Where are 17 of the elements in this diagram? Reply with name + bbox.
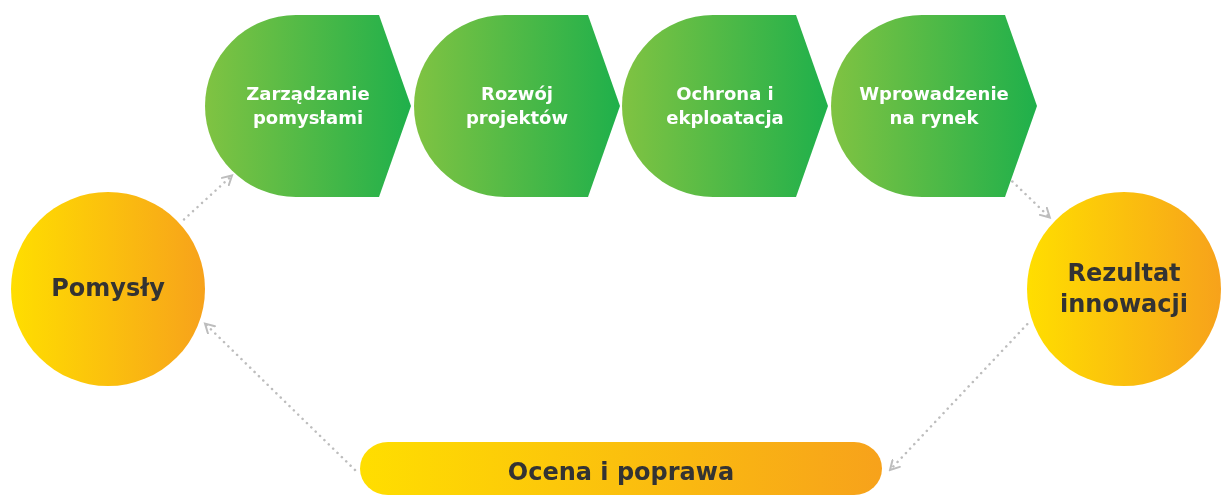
dotted-arrow <box>203 322 357 472</box>
chevron-step <box>205 15 411 197</box>
chevron-step <box>414 15 620 197</box>
stage-label: Rezultat innowacji <box>1059 257 1189 320</box>
step-label: Zarządzanie pomysłami <box>245 81 371 130</box>
chevron-step <box>622 15 828 197</box>
dotted-arrow <box>182 174 234 221</box>
step-label: Rozwój projektów <box>464 81 570 130</box>
rounded-bar <box>360 442 882 495</box>
circle-node <box>11 192 205 386</box>
stage-label: Ocena i poprawa <box>507 456 735 488</box>
dotted-arrow <box>888 322 1029 472</box>
step-label: Ochrona i ekploatacja <box>665 81 785 130</box>
stage-label: Pomysły <box>51 273 165 305</box>
circle-node <box>1027 192 1221 386</box>
step-label: Wprowadzenie na rynek <box>858 81 1010 130</box>
chevron-step <box>831 15 1037 197</box>
